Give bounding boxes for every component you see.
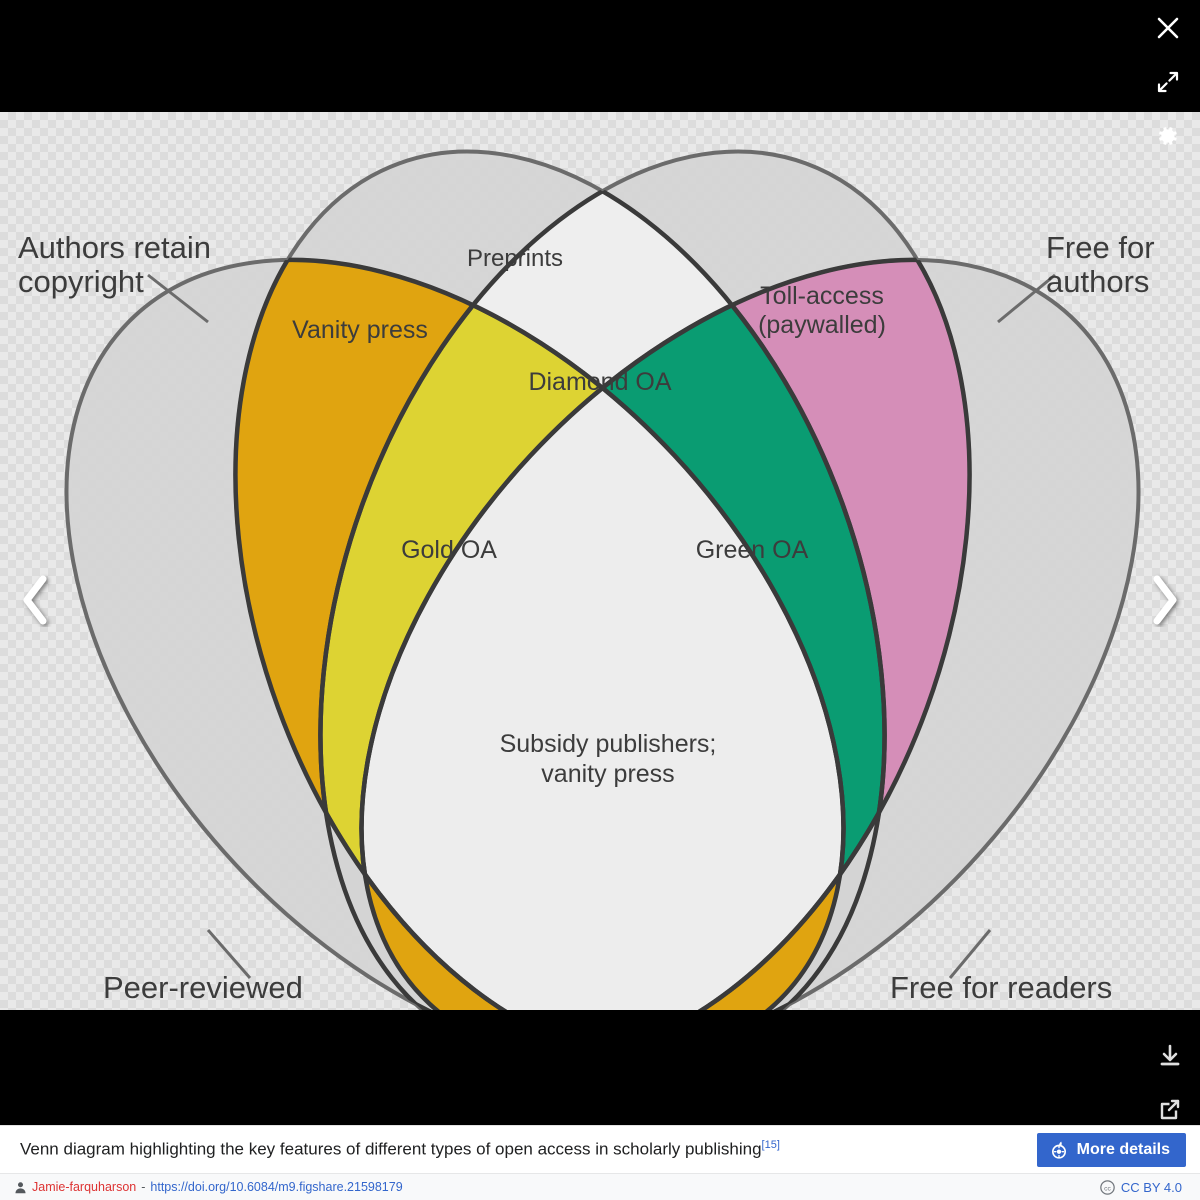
viewer-bottombar — [0, 1010, 1200, 1125]
prev-image-button[interactable] — [6, 555, 64, 645]
label-authors-retain-copyright-line2: copyright — [18, 264, 144, 299]
leader-lines — [147, 273, 1056, 979]
region-label-subsidy-publishers-line2: vanity press — [541, 760, 674, 788]
region-label-toll-access-line1: Toll-access — [760, 282, 884, 310]
region-label-green-oa: Green OA — [696, 536, 809, 564]
license-info: cc CC BY 4.0 — [1100, 1180, 1182, 1195]
download-icon[interactable] — [1152, 1038, 1188, 1074]
label-authors-retain-copyright-line1: Authors retain — [18, 230, 211, 265]
license-label[interactable]: CC BY 4.0 — [1120, 1179, 1182, 1195]
commons-logo-icon — [1051, 1141, 1066, 1159]
viewer-topbar — [0, 0, 1200, 145]
chevron-left-icon — [23, 575, 47, 625]
region-label-subsidy-publishers-line1: Subsidy publishers; — [500, 730, 717, 758]
region-label-diamond-oa: Diamond OA — [528, 368, 671, 396]
fullscreen-icon[interactable] — [1148, 62, 1188, 102]
more-details-button[interactable]: More details — [1036, 1133, 1186, 1167]
image-canvas: Authors retain copyright Free for author… — [0, 112, 1200, 1010]
region-label-toll-access-line2: (paywalled) — [758, 311, 886, 339]
venn-diagram: Authors retain copyright Free for author… — [0, 112, 1200, 1010]
label-free-for-readers: Free for readers — [890, 970, 1112, 1005]
credit-separator: - — [141, 1180, 146, 1194]
creative-commons-icon: cc — [1100, 1179, 1115, 1195]
label-free-for-authors-line2: authors — [1046, 264, 1149, 299]
image-caption: Venn diagram highlighting the key featur… — [0, 1139, 780, 1160]
more-details-label: More details — [1076, 1141, 1170, 1158]
next-image-button[interactable] — [1136, 555, 1194, 645]
credit-attribution: Jamie-farquharson - https://doi.org/10.6… — [0, 1180, 403, 1194]
svg-text:cc: cc — [1104, 1185, 1111, 1192]
region-label-preprints: Preprints — [467, 245, 563, 272]
viewer-actions — [1152, 1038, 1188, 1128]
label-peer-reviewed: Peer-reviewed — [103, 970, 303, 1005]
gear-icon[interactable] — [1148, 116, 1188, 156]
caption-bar: Venn diagram highlighting the key featur… — [0, 1125, 1200, 1173]
caption-reference[interactable]: [15] — [761, 1138, 780, 1151]
region-label-gold-oa: Gold OA — [401, 536, 497, 564]
close-icon[interactable] — [1148, 8, 1188, 48]
region-label-vanity-press: Vanity press — [292, 316, 428, 344]
credit-bar: Jamie-farquharson - https://doi.org/10.6… — [0, 1173, 1200, 1200]
label-free-for-authors-line1: Free for — [1046, 230, 1155, 265]
credit-author[interactable]: Jamie-farquharson — [32, 1180, 137, 1194]
chevron-right-icon — [1153, 575, 1177, 625]
credit-source-link[interactable]: https://doi.org/10.6084/m9.figshare.2159… — [150, 1180, 403, 1194]
share-icon[interactable] — [1152, 1092, 1188, 1128]
viewer-controls — [1148, 8, 1188, 156]
user-icon — [15, 1181, 26, 1193]
caption-label: Venn diagram highlighting the key featur… — [20, 1139, 762, 1159]
